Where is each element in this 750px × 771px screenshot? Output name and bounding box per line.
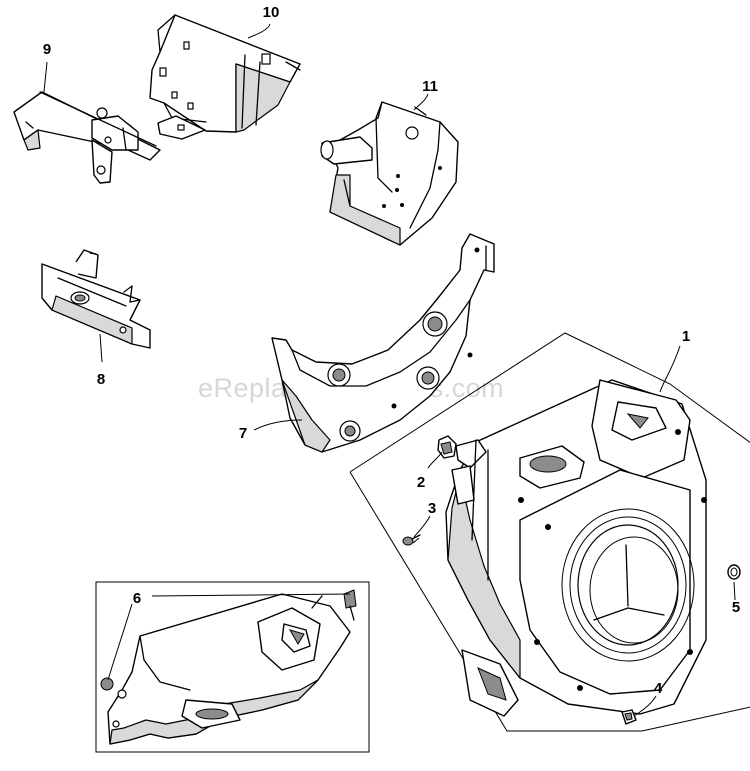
leader-lines [43, 23, 736, 717]
callout-1: 1 [682, 328, 690, 345]
callout-8: 8 [97, 371, 105, 388]
callout-4: 4 [654, 680, 663, 697]
callout-6: 6 [133, 590, 141, 607]
part-1-blower-housing [445, 379, 707, 717]
part-4-nut [621, 709, 637, 725]
part-5-grommet [727, 564, 741, 580]
callouts: 1 2 3 4 5 6 7 8 9 10 11 [43, 4, 740, 697]
part-3-screw [402, 534, 421, 546]
callout-3: 3 [428, 500, 436, 517]
part-7-backplate [271, 233, 495, 453]
part-2-clip [437, 435, 457, 459]
part-9-bracket [13, 91, 161, 184]
part-1-assembly-frame [349, 332, 750, 732]
part-8-bracket [41, 249, 151, 349]
callout-10: 10 [263, 4, 280, 21]
detail-inset [95, 581, 370, 753]
callout-5: 5 [732, 599, 740, 616]
callout-2: 2 [417, 474, 425, 491]
callout-7: 7 [239, 425, 247, 442]
callout-11: 11 [422, 78, 438, 95]
callout-9: 9 [43, 41, 51, 58]
part-10-baffle [149, 14, 301, 140]
part-11-shroud [320, 101, 459, 246]
